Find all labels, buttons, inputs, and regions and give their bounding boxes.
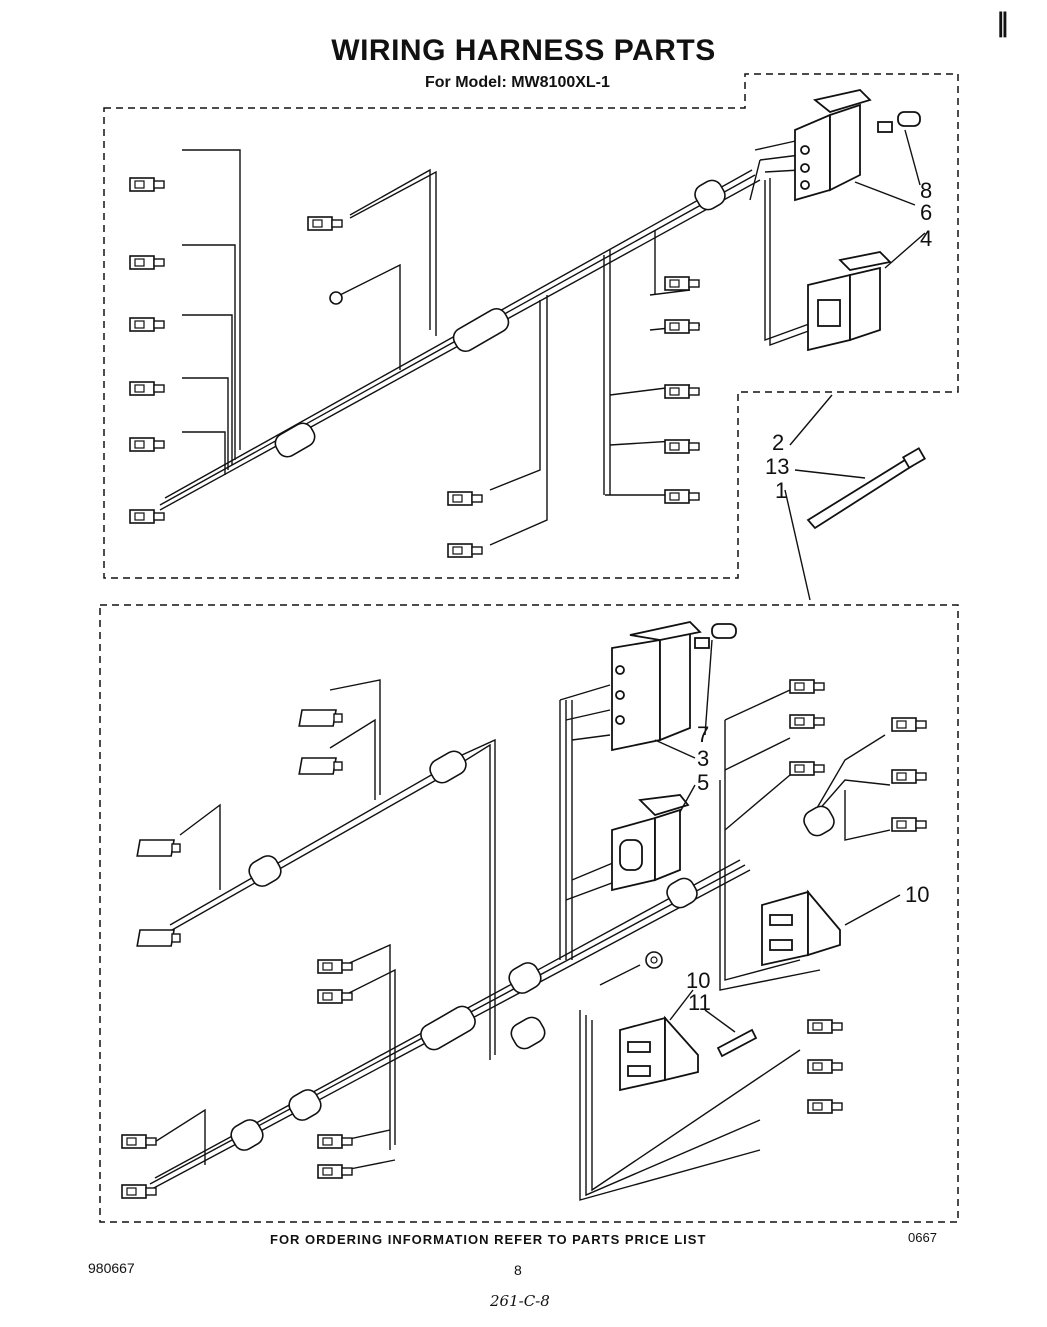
callout-1: 1 <box>775 478 787 503</box>
callout-11: 11 <box>688 990 711 1015</box>
lower-connector-3 <box>611 621 737 752</box>
upper-callout-numbers: 8 6 4 2 13 1 <box>765 178 932 503</box>
lower-callout-leaders <box>654 639 901 1033</box>
upper-group-outline <box>103 73 959 579</box>
callout-8: 8 <box>920 178 932 203</box>
callout-5: 5 <box>697 770 709 795</box>
upper-terminal-plugs <box>129 177 700 558</box>
callout-6: 6 <box>920 200 932 225</box>
page-number: 8 <box>514 1262 522 1278</box>
callout-7: 7 <box>697 722 709 747</box>
callout-10a: 10 <box>905 882 929 907</box>
ordering-note: FOR ORDERING INFORMATION REFER TO PARTS … <box>270 1232 707 1247</box>
corner-mark: ‖ <box>996 8 1009 38</box>
lower-terminal-block-10a <box>761 889 841 967</box>
callout-13: 13 <box>765 454 789 479</box>
page-title: WIRING HARNESS PARTS <box>331 34 716 67</box>
callout-3: 3 <box>697 746 709 771</box>
handwritten-note: 261-C-8 <box>490 1292 550 1310</box>
callout-2: 2 <box>772 430 784 455</box>
lower-callout-numbers: 7 3 5 10 10 11 <box>686 722 929 1015</box>
upper-connector-block <box>794 89 921 202</box>
lower-terminal-plugs <box>121 679 927 1199</box>
document-number: 980667 <box>88 1260 135 1276</box>
lower-group-outline <box>99 604 959 1223</box>
callout-4: 4 <box>920 226 932 251</box>
upper-harness-wires <box>159 139 826 546</box>
lower-connector-5 <box>611 794 690 892</box>
callout-10b: 10 <box>686 968 710 993</box>
cable-tie <box>806 447 927 530</box>
upper-wire-sleeves <box>274 179 726 458</box>
diagram-code: 0667 <box>908 1230 937 1245</box>
model-subtitle: For Model: MW8100XL-1 <box>425 74 610 91</box>
upper-callout-leaders <box>784 129 926 601</box>
upper-connector-4 <box>807 251 892 352</box>
lower-wire-sleeves <box>230 750 835 1151</box>
lower-terminal-block-10b <box>619 1015 758 1092</box>
